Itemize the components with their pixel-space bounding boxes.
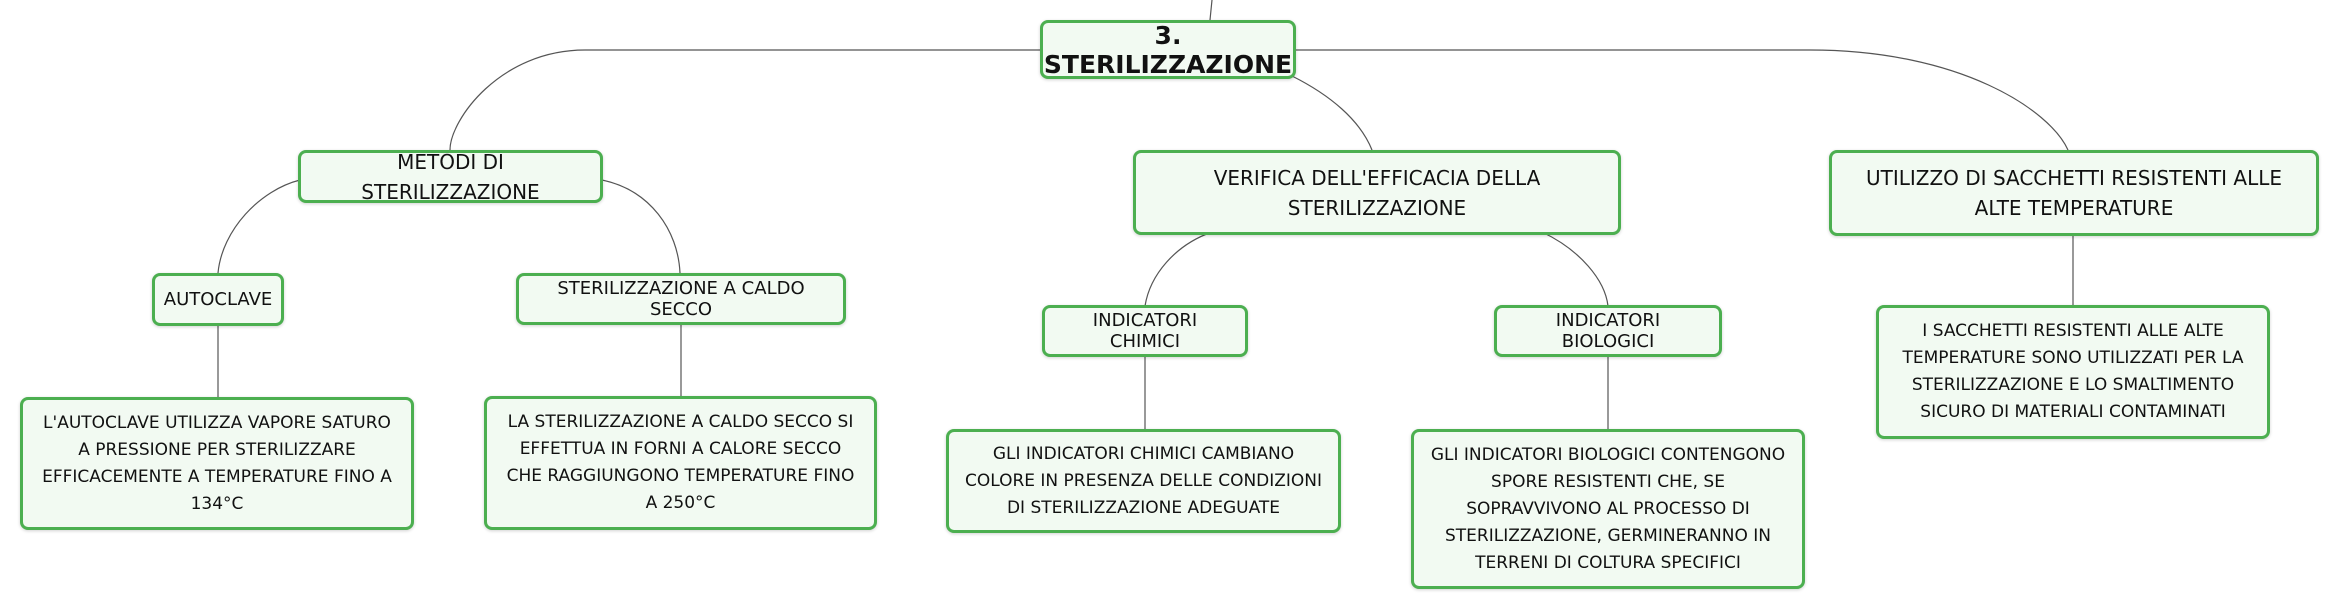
detail-sacchetti[interactable]: I SACCHETTI RESISTENTI ALLE ALTE TEMPERA… [1876,305,2270,439]
detail-autoclave-text: L'AUTOCLAVE UTILIZZA VAPORE SATURO A PRE… [42,412,392,514]
branch-verifica[interactable]: VERIFICA DELL'EFFICACIA DELLA STERILIZZA… [1133,150,1621,235]
connector-verifica-chimici [1144,231,1213,307]
connector-root-sacchetti [1296,49,2069,151]
subtopic-caldo-secco-label: STERILIZZAZIONE A CALDO SECCO [557,278,805,320]
branch-sacchetti-label: UTILIZZO DI SACCHETTI RESISTENTI ALLE AL… [1865,166,2282,220]
connector-verifica-biologici [1541,231,1609,307]
root-topic-label: 3. STERILIZZAZIONE [1043,20,1293,79]
subtopic-caldo-secco[interactable]: STERILIZZAZIONE A CALDO SECCO [516,273,846,325]
subtopic-autoclave-label: AUTOCLAVE [163,289,273,310]
subtopic-autoclave[interactable]: AUTOCLAVE [152,273,284,326]
connector-metodi-autoclave [217,179,301,274]
subtopic-indicatori-biologici[interactable]: INDICATORI BIOLOGICI [1494,305,1722,357]
connector-metodi-caldo [601,179,681,274]
detail-indicatori-chimici-text: GLI INDICATORI CHIMICI CAMBIANO COLORE I… [964,443,1323,518]
branch-sacchetti[interactable]: UTILIZZO DI SACCHETTI RESISTENTI ALLE AL… [1829,150,2319,236]
subtopic-indicatori-chimici-label: INDICATORI CHIMICI [1092,310,1198,352]
detail-indicatori-biologici-text: GLI INDICATORI BIOLOGICI CONTENGONO SPOR… [1430,444,1786,573]
subtopic-indicatori-biologici-label: INDICATORI BIOLOGICI [1555,310,1661,352]
branch-metodi[interactable]: METODI DI STERILIZZAZIONE [298,150,603,204]
detail-indicatori-biologici[interactable]: GLI INDICATORI BIOLOGICI CONTENGONO SPOR… [1411,429,1805,589]
subtopic-indicatori-chimici[interactable]: INDICATORI CHIMICI [1042,305,1248,357]
detail-autoclave[interactable]: L'AUTOCLAVE UTILIZZA VAPORE SATURO A PRE… [20,397,414,530]
connector-parent-root [1209,0,1213,21]
detail-caldo-secco-text: LA STERILIZZAZIONE A CALDO SECCO SI EFFE… [506,412,855,513]
root-topic[interactable]: 3. STERILIZZAZIONE [1040,20,1296,79]
connector-root-metodi [449,49,1043,151]
detail-sacchetti-text: I SACCHETTI RESISTENTI ALLE ALTE TEMPERA… [1902,321,2244,422]
detail-caldo-secco[interactable]: LA STERILIZZAZIONE A CALDO SECCO SI EFFE… [484,396,877,530]
connector-root-verifica [1291,75,1373,151]
branch-verifica-label: VERIFICA DELL'EFFICACIA DELLA STERILIZZA… [1213,165,1541,220]
detail-indicatori-chimici[interactable]: GLI INDICATORI CHIMICI CAMBIANO COLORE I… [946,429,1341,533]
branch-metodi-label: METODI DI STERILIZZAZIONE [361,149,540,204]
